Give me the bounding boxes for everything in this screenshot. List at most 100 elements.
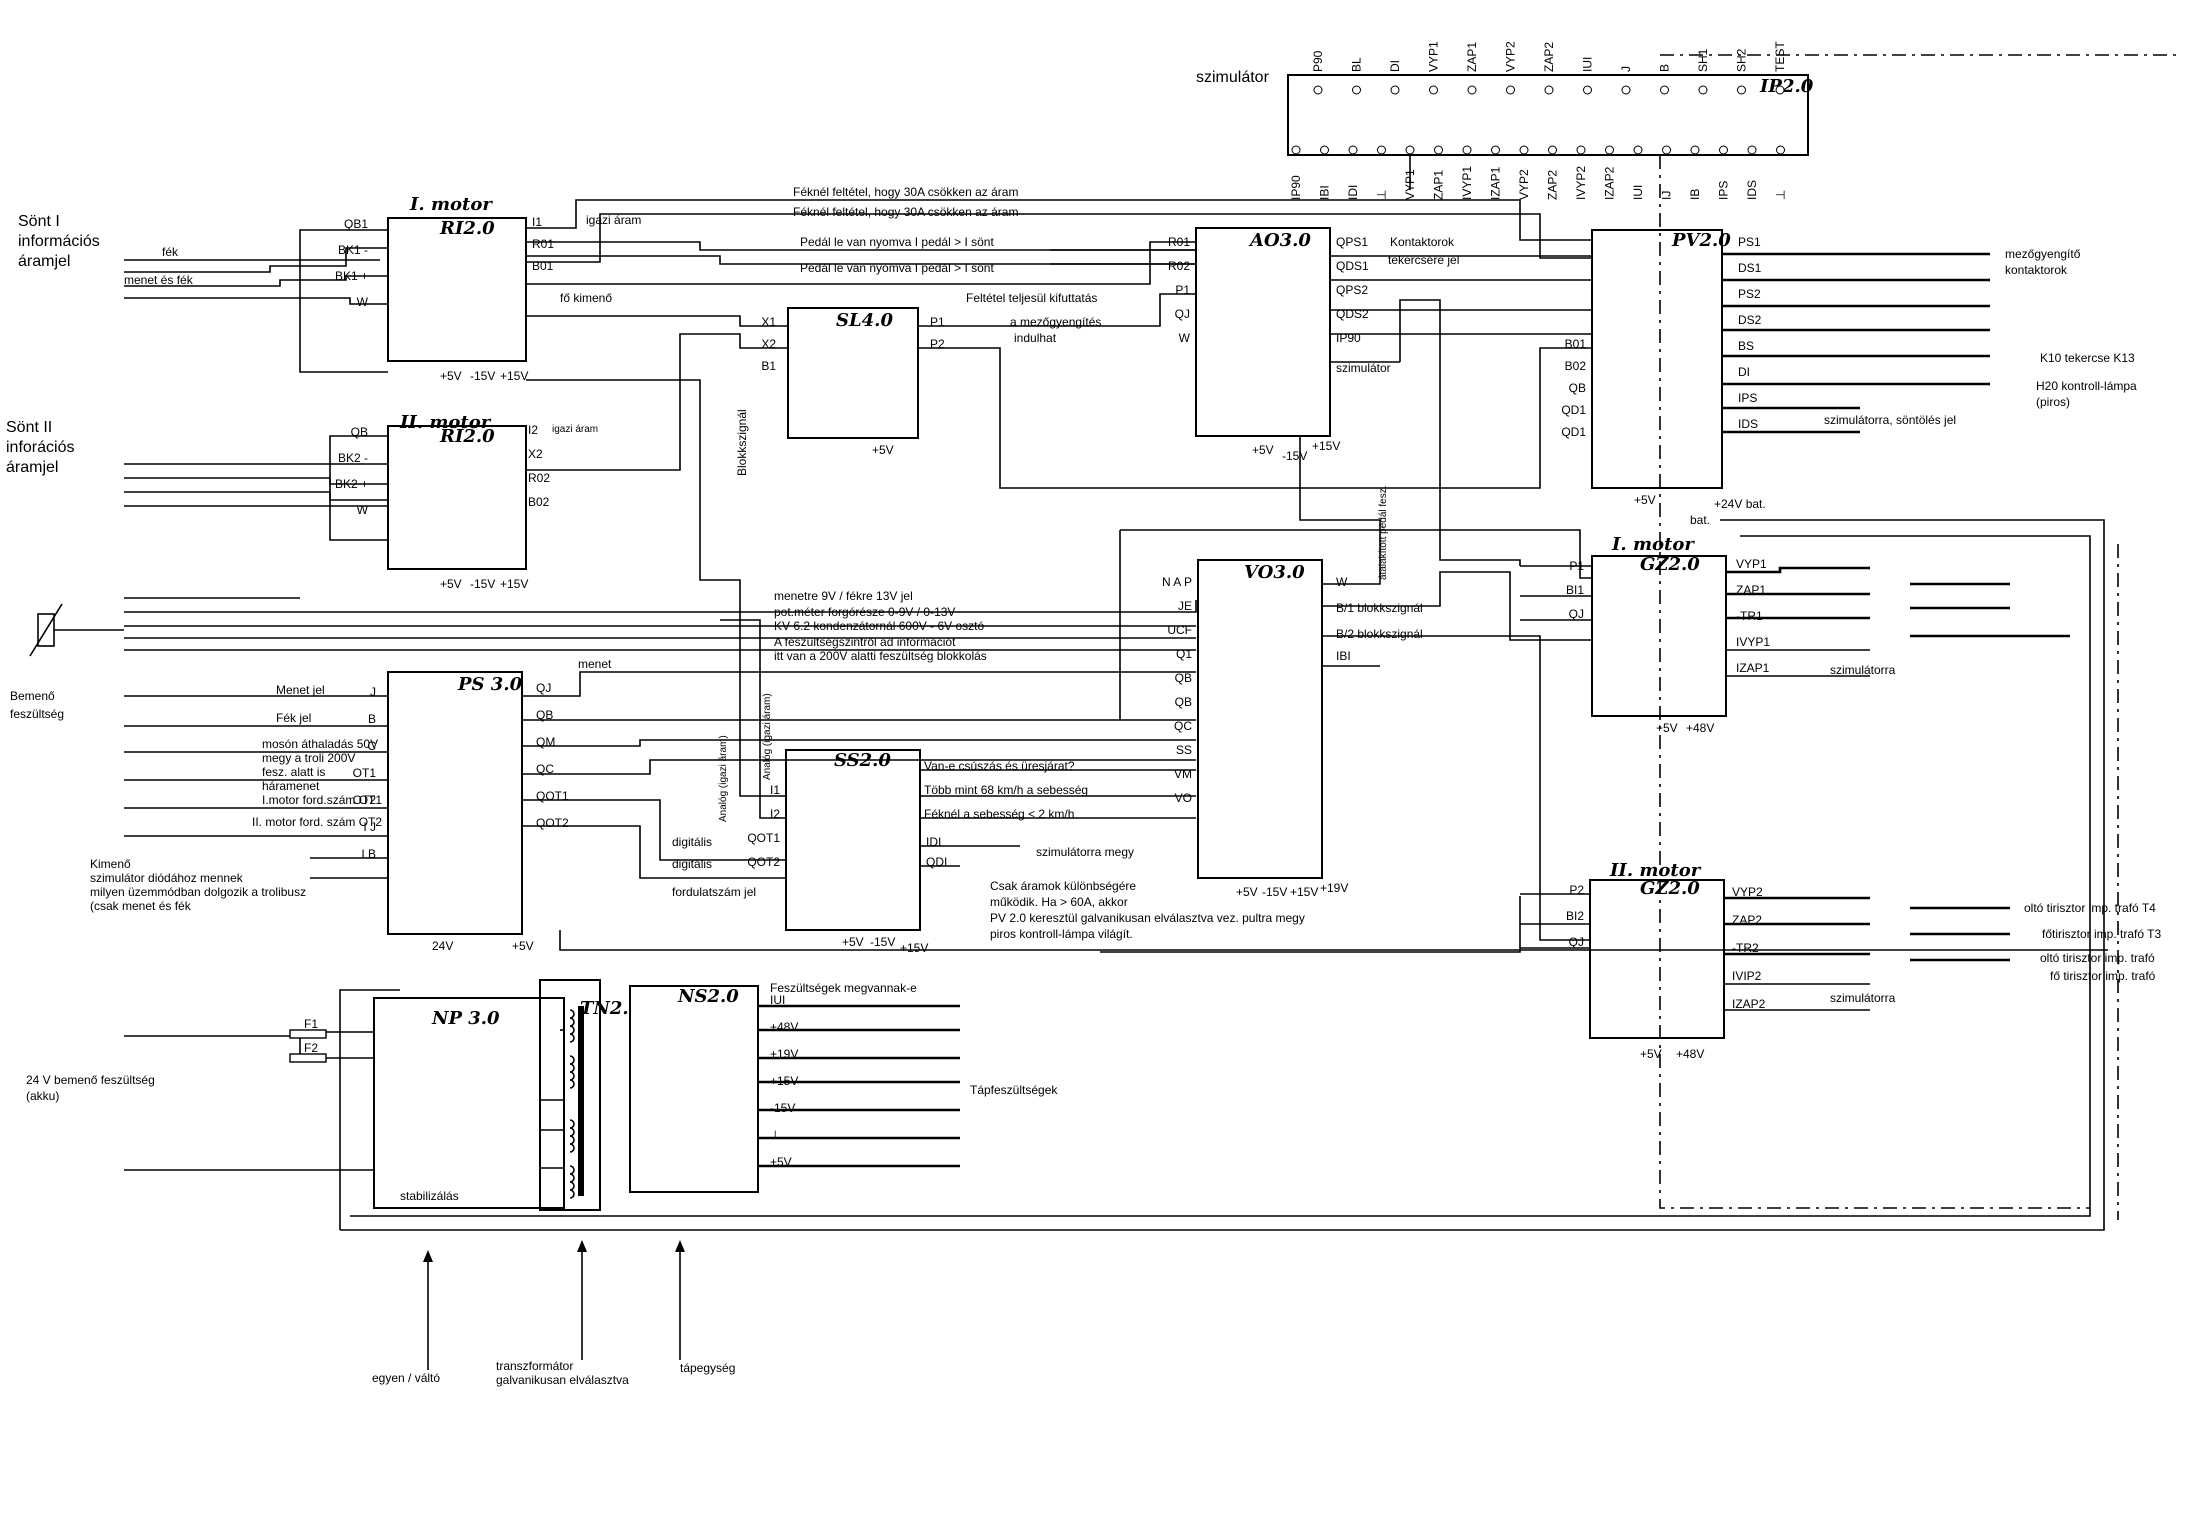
ri20b-title: RI2.0 xyxy=(439,426,495,447)
ip-bot-15: IPS xyxy=(1717,181,1731,200)
ip-top-9: B xyxy=(1658,64,1672,72)
ss20-p5v: +5V xyxy=(842,935,864,949)
digitalis-2: digitális xyxy=(672,857,712,871)
ri1-pins-l-3: W xyxy=(357,295,369,309)
ip-bot-0: IP90 xyxy=(1289,175,1303,200)
b2-blokkszignal: B/2 blokkszignál xyxy=(1336,627,1423,641)
ip-bot-11: IZAP2 xyxy=(1603,166,1617,200)
module-ns20: NS2.0 IUI+48V+19V+15V-15V⊥+5V xyxy=(629,985,798,1193)
ip-bot-terminal-12 xyxy=(1633,145,1643,155)
ri20a-head: I. motor xyxy=(409,194,493,215)
ao-pins-l-3: QJ xyxy=(1175,307,1190,321)
ps30-p5v: +5V xyxy=(512,939,534,953)
ip-top-4: ZAP1 xyxy=(1465,42,1479,72)
vo30-title: VO3.0 xyxy=(1244,562,1305,583)
ns20-title: NS2.0 xyxy=(677,986,739,1007)
ip-top-11: SH2 xyxy=(1735,48,1749,72)
fotir-imp: fő tirisztor imp. trafó xyxy=(2050,969,2156,983)
ri2-pins-l-1: BK2 - xyxy=(338,451,368,465)
csak-4: piros kontroll-lámpa világít. xyxy=(990,927,1133,941)
ip-top-terminal-4 xyxy=(1467,85,1477,95)
igazi-aram-1: igazi áram xyxy=(586,213,641,227)
kontaktorok-b: tekercsére jel xyxy=(1388,253,1459,267)
feknel-feltetel-1: Féknél feltétel, hogy 30A csökken az ára… xyxy=(793,185,1018,199)
tn20-coil-turn xyxy=(569,1119,575,1129)
gz20a-p5v: +5V xyxy=(1656,721,1678,735)
pv20-box xyxy=(1591,229,1723,489)
vo30-p15v: +15V xyxy=(1290,885,1318,899)
bemeno24-a: 24 V bemenő feszültség xyxy=(26,1073,155,1087)
ps-pins-r-5: QOT2 xyxy=(536,816,569,830)
vo-pins-l-8: VM xyxy=(1174,767,1192,781)
olto-t4: oltó tirisztor imp. trafó T4 xyxy=(2024,901,2156,915)
vo-pins-l-5: QB xyxy=(1175,695,1192,709)
ip-bot-terminal-8 xyxy=(1519,145,1529,155)
sl40-p5v: +5V xyxy=(872,443,894,457)
ri20a-box xyxy=(387,217,527,362)
vo-pins-l-0: N A P xyxy=(1162,575,1192,589)
bemeno-fesz-a: Bemenő xyxy=(10,689,55,703)
pv-pins-l-2: QB xyxy=(1569,381,1586,395)
kv62-label: KV 6.2 kondenzátornál 600V - 6V osztó xyxy=(774,619,984,633)
ri20b-box xyxy=(387,425,527,570)
vo-pins-l-9: VO xyxy=(1175,791,1192,805)
ps-pins-l-6: I B xyxy=(361,847,376,861)
gz2-pins-r-4: IZAP2 xyxy=(1732,997,1766,1011)
atalakitott-pedal: átalakított pedál fesz. xyxy=(1378,485,1389,580)
gz1-pins-l-2: QJ xyxy=(1569,607,1584,621)
tn20-core xyxy=(578,1006,584,1196)
imotor-ford: I.motor ford.szám OT1 xyxy=(262,793,382,807)
ip-top-terminal-7 xyxy=(1583,85,1592,95)
ip-top-5: VYP2 xyxy=(1504,41,1518,72)
np30-box xyxy=(373,997,565,1209)
ip-top-terminal-2 xyxy=(1390,85,1400,95)
pv20-bat: bat. xyxy=(1690,513,1710,527)
ip-top-6: ZAP2 xyxy=(1542,42,1556,72)
vo-pins-r-1: IBI xyxy=(1336,649,1351,663)
ri2-pins-l-0: QB xyxy=(351,425,368,439)
transz-a: transzformátor xyxy=(496,1359,573,1373)
tn20-coil-turn xyxy=(569,1063,575,1073)
ip-top-terminal-12 xyxy=(1775,85,1785,95)
ri1-pins-r-1: R01 xyxy=(532,237,554,251)
mezogyengites-indul-a: a mezőgyengítés xyxy=(1010,315,1101,329)
feltetel-teljesul: Feltétel teljesül kifuttatás xyxy=(966,291,1097,305)
tobb-mint-68: Több mint 68 km/h a sebesség xyxy=(924,783,1088,797)
gz20b-title: GZ2.0 xyxy=(1640,878,1700,899)
gz20a-head: I. motor xyxy=(1611,534,1695,555)
ip20-title: IP2.0 xyxy=(1759,76,1814,97)
module-np30: NP 3.0 stabilizálás xyxy=(373,997,565,1209)
ao-pins-r-4: IP90 xyxy=(1336,331,1361,345)
ao-pins-l-2: P1 xyxy=(1175,283,1190,297)
tn20-coil-turn xyxy=(569,1165,575,1175)
gz20a-box xyxy=(1591,555,1727,717)
gz20b-head: II. motor xyxy=(1609,860,1702,881)
egyen-valto: egyen / váltó xyxy=(372,1371,440,1385)
tn20-coil-turn xyxy=(569,1033,575,1043)
gz1-pins-r-3: IVYP1 xyxy=(1736,635,1770,649)
szim-sontoles: szimulátorra, söntölés jel xyxy=(1824,413,1956,427)
tn20-coil-turn xyxy=(569,1055,575,1065)
tn20-coil-turn xyxy=(569,1071,575,1081)
ps-pins-l-5: I J xyxy=(363,820,376,834)
ip-top-2: DI xyxy=(1388,60,1402,72)
fek-label: fék xyxy=(162,245,179,259)
pedal-label-2: Pedál le van nyomva I pedál > I sönt xyxy=(800,261,994,275)
ns-outs-4: -15V xyxy=(770,1101,795,1115)
ip-top-8: J xyxy=(1619,66,1633,72)
feszultsegek-label: Feszültségek megvannak-e xyxy=(770,981,917,995)
ip-bot-terminal-6 xyxy=(1462,145,1472,155)
menetre-label: menetre 9V / fékre 13V jel xyxy=(774,589,913,603)
ri20b-head: II. motor xyxy=(399,412,492,433)
ns-outs-5: ⊥ xyxy=(770,1128,780,1142)
vo-pins-r-0: W xyxy=(1336,575,1348,589)
